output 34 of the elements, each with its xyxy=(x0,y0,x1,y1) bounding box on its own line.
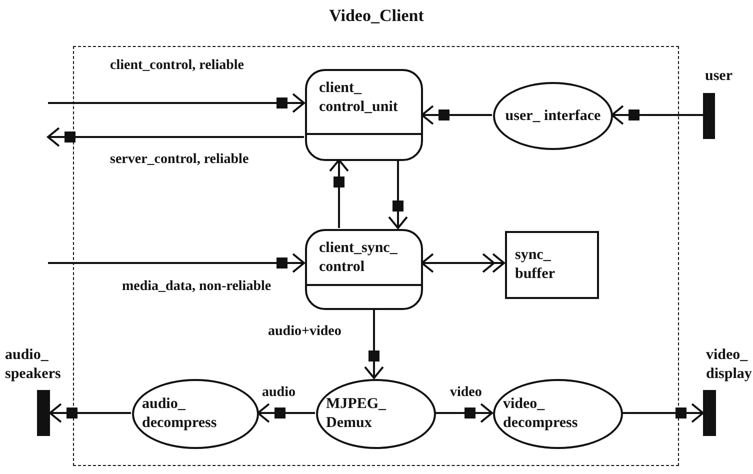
node-label: client_sync_ control xyxy=(319,239,398,277)
node-label: client_ control_unit xyxy=(319,79,399,117)
edge-label: server_control, reliable xyxy=(110,152,249,168)
terminal-label: user xyxy=(705,67,732,86)
terminal-label: audio_ speakers xyxy=(5,346,62,384)
connector-arrow xyxy=(422,105,492,125)
connector-arrow xyxy=(329,160,349,228)
process-box xyxy=(305,69,423,161)
node-label: video_ decompress xyxy=(503,395,579,433)
node-label: MJPEG_ Demux xyxy=(326,395,388,433)
node-label: user_ interface xyxy=(505,106,601,126)
connector-arrow xyxy=(364,309,384,379)
edge-label: media_data, non-reliable xyxy=(122,279,272,295)
edge-label: video xyxy=(450,385,482,401)
connector-arrow xyxy=(622,403,703,423)
diagram-title: Video_Client xyxy=(328,6,425,26)
connector-arrow xyxy=(435,403,492,423)
dashed-boundary xyxy=(73,46,679,466)
node-label: audio_ decompress xyxy=(142,395,218,433)
connector-arrow xyxy=(421,253,505,273)
connector-arrow xyxy=(612,105,703,125)
edge-label: audio+video xyxy=(268,324,342,340)
connector-arrow xyxy=(258,403,315,423)
connector-arrow xyxy=(48,253,304,273)
connector-arrow xyxy=(46,127,304,147)
connector-arrow xyxy=(388,160,408,229)
buffer-box xyxy=(505,231,599,299)
process-box xyxy=(305,229,423,310)
terminal-label: video_ display xyxy=(706,346,752,384)
edge-label: audio xyxy=(262,385,296,401)
edge-label: client_control, reliable xyxy=(110,58,244,74)
node-label: sync_ buffer xyxy=(515,246,556,284)
connector-arrow xyxy=(48,93,304,113)
connector-arrow xyxy=(50,403,131,423)
